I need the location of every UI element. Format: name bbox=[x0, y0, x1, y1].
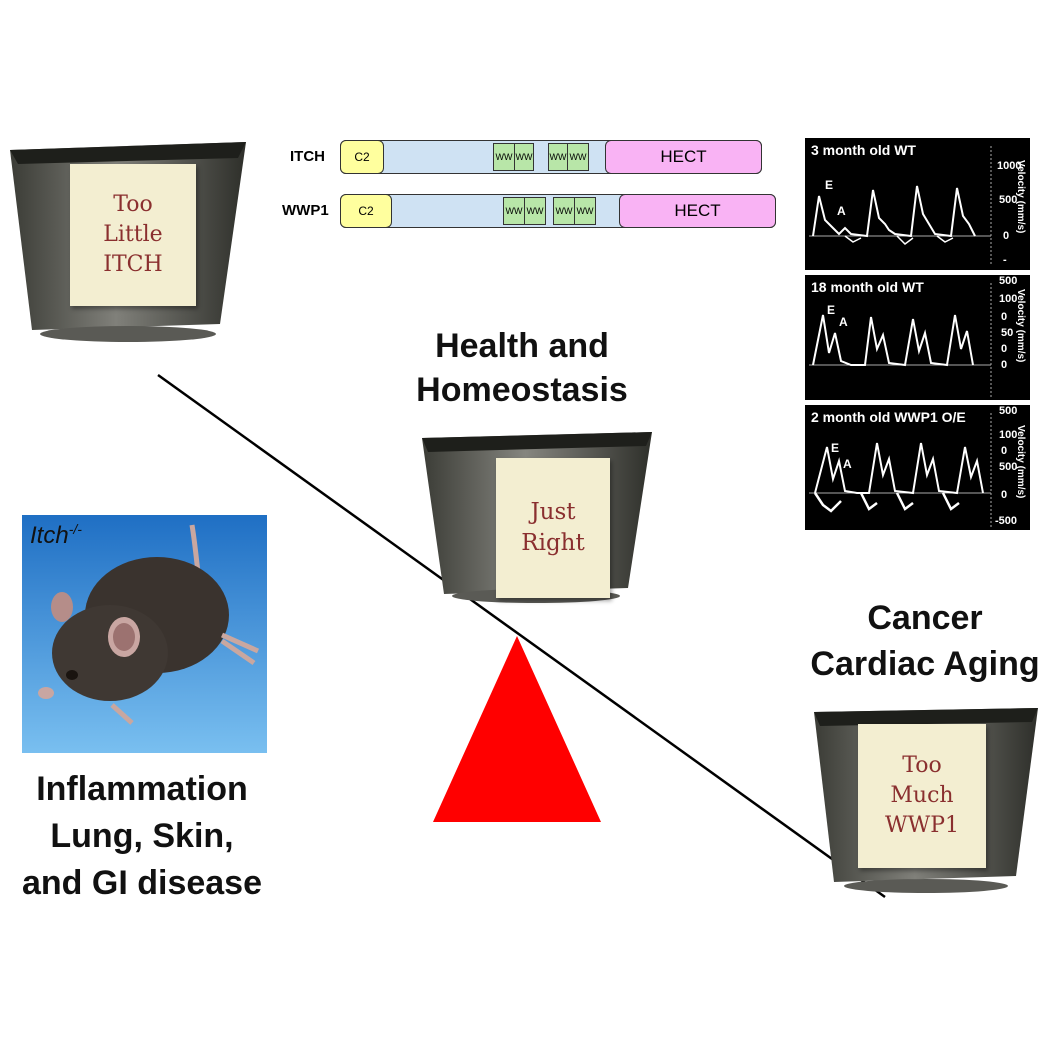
y-tick: 100 bbox=[999, 293, 1018, 305]
y-tick: 0 bbox=[1001, 343, 1008, 355]
y-tick: 0 bbox=[1001, 445, 1008, 457]
mouse-photo: Itch-/- bbox=[22, 515, 267, 753]
genotype-label: Itch-/- bbox=[30, 521, 82, 550]
e-wave-label: E bbox=[825, 178, 834, 192]
echo-panel-18-month-wt: 18 month old WT E A 500 100 0 50 0 0 Vel… bbox=[805, 275, 1030, 400]
domain-row-wwp1: WWP1 C2 WW WW WW WW HECT bbox=[282, 194, 777, 228]
y-tick: 100 bbox=[999, 429, 1018, 441]
ww-domain: WW bbox=[503, 197, 525, 225]
note-line: Right bbox=[521, 530, 585, 556]
doppler-trace bbox=[809, 146, 992, 266]
ww-domain: WW bbox=[553, 197, 575, 225]
y-tick: 0 bbox=[1001, 311, 1008, 323]
y-axis-label: Velocity (mm/s) bbox=[1015, 160, 1026, 234]
protein-backbone: C2 WW WW WW WW HECT bbox=[340, 140, 762, 174]
note-line: WWP1 bbox=[884, 812, 960, 838]
mouse-icon bbox=[22, 515, 267, 753]
e-wave-label: E bbox=[831, 441, 840, 455]
e-wave-label: E bbox=[827, 303, 836, 317]
caption-health-homeostasis: Health and Homeostasis bbox=[392, 324, 652, 412]
fulcrum-triangle bbox=[433, 636, 601, 822]
ww-domain: WW bbox=[574, 197, 596, 225]
note-line: Just bbox=[530, 498, 576, 525]
domain-row-itch: ITCH C2 WW WW WW WW HECT bbox=[290, 140, 765, 174]
note-line: Little bbox=[103, 222, 163, 248]
c2-domain: C2 bbox=[340, 140, 384, 174]
y-axis-label: Velocity (mm/s) bbox=[1015, 425, 1026, 499]
bowl-too-little-itch: Too Little ITCH bbox=[6, 120, 250, 375]
ww-domain: WW bbox=[567, 143, 589, 171]
y-tick: 0 bbox=[1001, 359, 1008, 371]
sticky-note: Just Right bbox=[496, 458, 610, 598]
echo-panel-title: 3 month old WT bbox=[811, 142, 916, 158]
hect-domain: HECT bbox=[605, 140, 762, 174]
hect-domain: HECT bbox=[619, 194, 776, 228]
a-wave-label: A bbox=[843, 457, 852, 471]
y-tick: 0 bbox=[1001, 489, 1008, 501]
echo-panel-title: 2 month old WWP1 O/E bbox=[811, 409, 966, 425]
genotype-label-main: Itch bbox=[30, 522, 69, 549]
protein-name: ITCH bbox=[290, 148, 325, 165]
caption-inflammation: Inflammation Lung, Skin, and GI disease bbox=[4, 766, 280, 907]
protein-name: WWP1 bbox=[282, 202, 329, 219]
caption-line: and GI disease bbox=[22, 863, 262, 902]
echo-panel-2-month-wwp1-oe: 2 month old WWP1 O/E E A 500 100 0 500 0… bbox=[805, 405, 1030, 530]
genotype-label-sup: -/- bbox=[68, 521, 82, 537]
caption-line: Cancer bbox=[867, 599, 983, 637]
y-axis-label: Velocity (mm/s) bbox=[1015, 289, 1026, 363]
ww-domain: WW bbox=[514, 143, 534, 171]
y-tick: -500 bbox=[995, 515, 1018, 527]
y-tick: 500 bbox=[999, 194, 1018, 206]
y-tick: 500 bbox=[999, 405, 1018, 417]
note-line: ITCH bbox=[103, 251, 163, 277]
echo-panel-title: 18 month old WT bbox=[811, 279, 924, 295]
y-tick: 50 bbox=[1001, 327, 1014, 339]
a-wave-label: A bbox=[837, 204, 846, 218]
caption-line: Lung, Skin, bbox=[50, 816, 234, 855]
y-tick: 500 bbox=[999, 275, 1018, 287]
doppler-trace bbox=[809, 283, 992, 397]
caption-line: Homeostasis bbox=[416, 371, 628, 410]
y-tick: 500 bbox=[999, 461, 1018, 473]
a-wave-label: A bbox=[839, 315, 848, 329]
ww-domain: WW bbox=[548, 143, 568, 171]
y-tick: 1000 bbox=[997, 160, 1022, 172]
bowl-just-right: Just Right bbox=[420, 424, 654, 624]
caption-cancer-cardiac-aging: Cancer Cardiac Aging bbox=[790, 596, 1060, 688]
y-tick: 0 bbox=[1003, 230, 1010, 242]
sticky-note: Too Much WWP1 bbox=[858, 724, 986, 868]
sticky-note: Too Little ITCH bbox=[70, 164, 196, 306]
echo-panel-3-month-wt: 3 month old WT E A 1000 500 0 - Velocity… bbox=[805, 138, 1030, 270]
caption-line: Health and bbox=[435, 327, 609, 365]
caption-line: Inflammation bbox=[36, 770, 248, 808]
balance-beam bbox=[157, 373, 886, 899]
doppler-trace bbox=[809, 413, 992, 527]
protein-backbone: C2 WW WW WW WW HECT bbox=[340, 194, 776, 228]
caption-line: Cardiac Aging bbox=[810, 644, 1040, 683]
y-tick: - bbox=[1003, 254, 1007, 266]
c2-domain: C2 bbox=[340, 194, 392, 228]
note-line: Too bbox=[902, 753, 942, 779]
note-line: Much bbox=[890, 783, 954, 809]
ww-domain: WW bbox=[493, 143, 515, 171]
note-line: Too bbox=[113, 192, 153, 218]
bowl-too-much-wwp1: Too Much WWP1 bbox=[812, 700, 1042, 930]
ww-domain: WW bbox=[524, 197, 546, 225]
